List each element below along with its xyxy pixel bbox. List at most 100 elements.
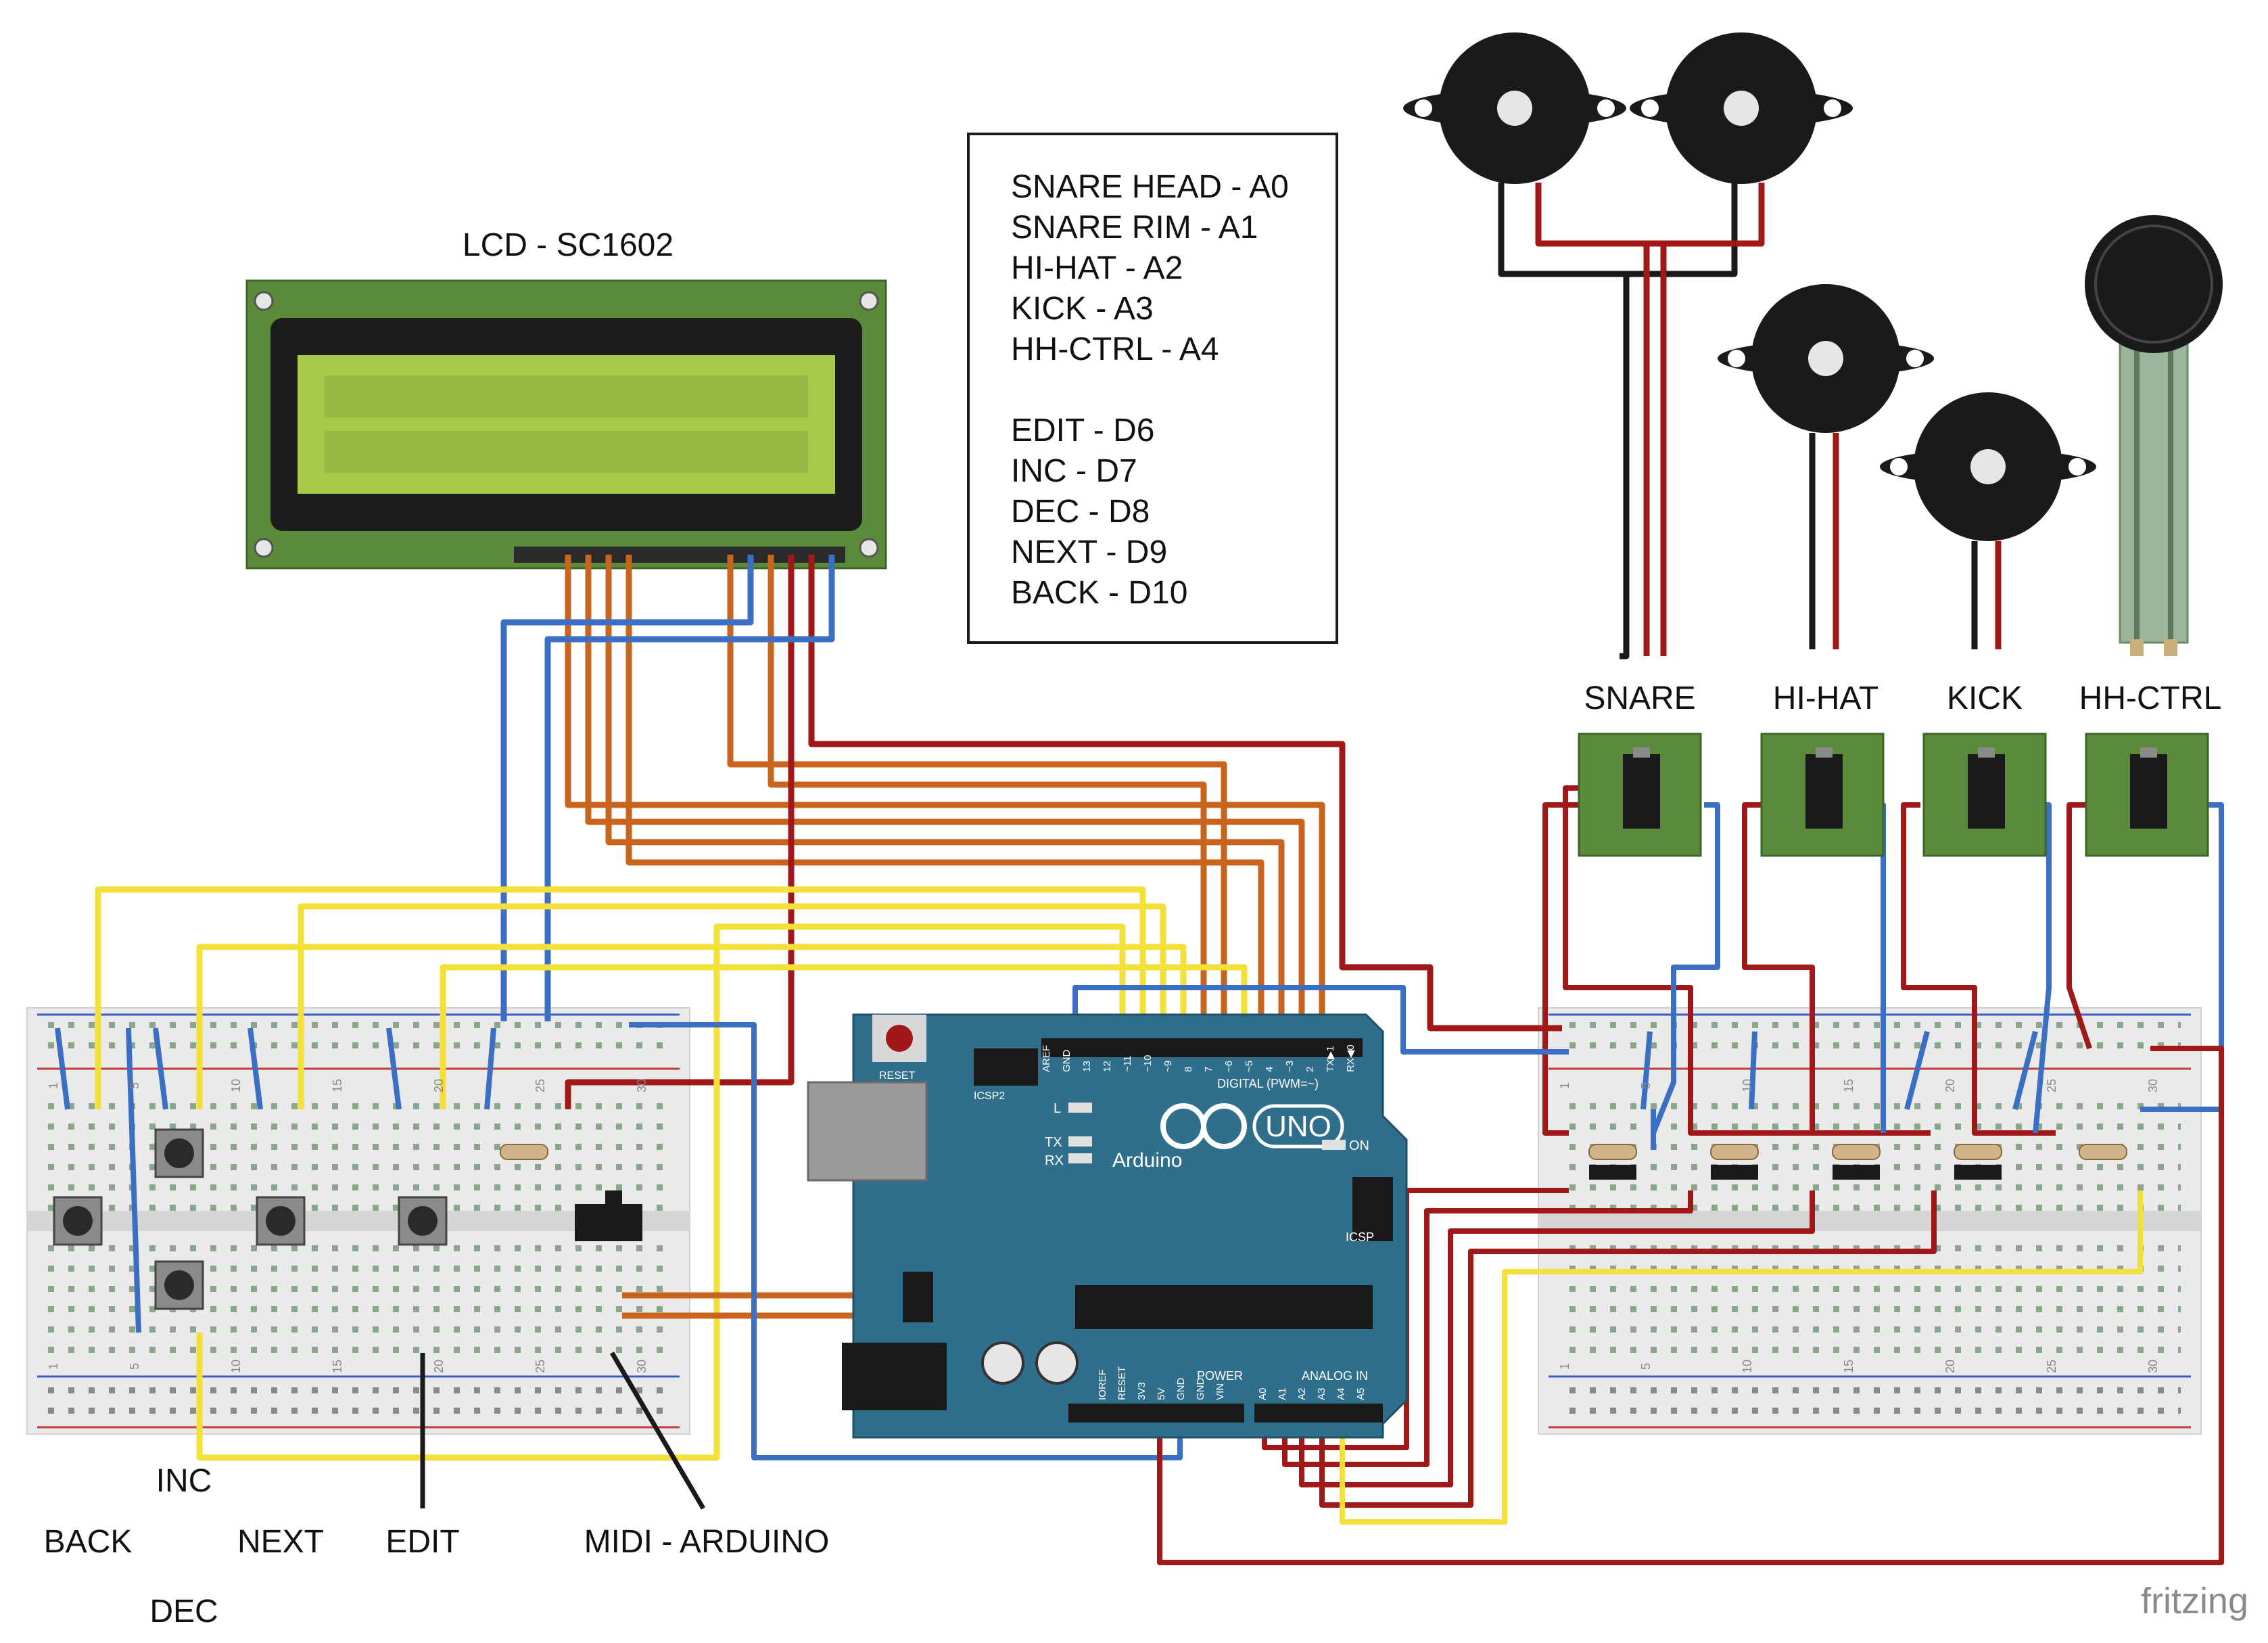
- button-label-inc: INC: [156, 1463, 212, 1499]
- pin-label: A1: [1277, 1388, 1288, 1400]
- pin-label: ~9: [1162, 1061, 1174, 1072]
- arduino-brand: Arduino: [1112, 1149, 1182, 1172]
- push-button-dec: [154, 1260, 204, 1310]
- pin-label: A3: [1316, 1388, 1327, 1400]
- breadboard-row-number: 25: [534, 1079, 547, 1092]
- push-button-next: [256, 1196, 306, 1246]
- button-label-back: BACK: [44, 1524, 133, 1560]
- pin-label: GND: [1175, 1378, 1187, 1401]
- button-label-next: NEXT: [237, 1524, 324, 1560]
- breadboard-row-number: 10: [1741, 1079, 1754, 1092]
- breadboard-row-number: 20: [432, 1079, 446, 1092]
- push-button-edit: [398, 1196, 448, 1246]
- breadboard-row-number: 10: [229, 1360, 243, 1373]
- breadboard-row-number: 1: [47, 1363, 60, 1370]
- arduino-tx-label: TX: [1045, 1135, 1062, 1150]
- breadboard-row-numbers: 1155101015152020252530301155101015152020…: [47, 1079, 2160, 1373]
- breadboard-row-number: 1: [47, 1082, 60, 1089]
- sensor-label-snare: SNARE: [1584, 680, 1695, 716]
- lcd-title: LCD - SC1602: [463, 227, 674, 263]
- pin-map-box: [967, 133, 1338, 644]
- sensor-label-hihat: HI-HAT: [1773, 680, 1879, 716]
- pin-label: 3V3: [1136, 1382, 1148, 1400]
- pin-label: A5: [1355, 1388, 1367, 1400]
- arduino-rx-label: RX: [1045, 1153, 1064, 1168]
- breadboard-row-number: 1: [1558, 1082, 1572, 1089]
- pin-label: ~3: [1284, 1061, 1296, 1072]
- analog-wires: [1157, 1046, 2224, 1565]
- arduino-analog-label: ANALOG IN: [1302, 1369, 1368, 1383]
- switch-label-midi: MIDI - ARDUINO: [584, 1524, 830, 1560]
- pin-label: 12: [1102, 1061, 1113, 1072]
- pin-map-line: KICK - A3: [1011, 291, 1154, 327]
- pin-label: ~5: [1244, 1061, 1255, 1072]
- breadboard-row-number: 15: [331, 1079, 344, 1092]
- breadboard-row-number: 25: [2045, 1360, 2058, 1373]
- pin-map-line: SNARE HEAD - A0: [1011, 169, 1289, 205]
- pin-label: 5V: [1156, 1388, 1167, 1400]
- arduino-silkscreen: RESET ICSP2 Arduino UNO DIGITAL (PWM=~) …: [879, 1044, 1374, 1400]
- fritzing-logo: fritzing: [2141, 1581, 2248, 1621]
- arduino-icsp-label: ICSP: [1346, 1230, 1374, 1244]
- driver-module-hhctrl: [2085, 733, 2209, 857]
- push-button-back: [53, 1196, 103, 1246]
- labels: LCD - SC1602 SNARE HEAD - A0 SNARE RIM -…: [44, 169, 2248, 1629]
- breadboard-row-number: 5: [1639, 1082, 1653, 1089]
- pin-label: IOREF: [1097, 1369, 1108, 1400]
- breadboard-row-number: 30: [635, 1079, 648, 1092]
- breadboard-row-number: 20: [1943, 1079, 1957, 1092]
- left-misc-wires: [55, 1022, 1183, 1460]
- breadboard-row-number: 30: [2146, 1079, 2160, 1092]
- button-label-dec: DEC: [149, 1594, 218, 1629]
- callout-lines: [420, 1351, 706, 1510]
- pin-label: TX▶1: [1325, 1046, 1336, 1072]
- breadboard-row-number: 15: [331, 1360, 344, 1373]
- piezo-snare-head: [1403, 32, 1626, 184]
- pin-label: 13: [1081, 1061, 1093, 1072]
- sensor-label-hhctrl: HH-CTRL: [2079, 680, 2222, 716]
- breadboard-row-number: 5: [128, 1082, 141, 1089]
- pin-label: ~6: [1223, 1061, 1235, 1072]
- arduino-l-label: L: [1054, 1101, 1061, 1116]
- pin-map-line: EDIT - D6: [1011, 413, 1154, 448]
- arduino-icsp2-label: ICSP2: [974, 1090, 1005, 1102]
- breadboard-row-number: 1: [1558, 1363, 1572, 1370]
- arduino-reset-label: RESET: [879, 1070, 916, 1082]
- breadboard-row-number: 15: [1842, 1079, 1856, 1092]
- pin-label: A0: [1257, 1388, 1269, 1400]
- slide-switch-midi: [575, 1190, 642, 1241]
- lcd-power-wires: [500, 555, 1562, 1109]
- arduino-power-label: POWER: [1197, 1369, 1243, 1383]
- breadboard-row-number: 15: [1842, 1360, 1856, 1373]
- breadboard-row-number: 10: [229, 1079, 243, 1092]
- pin-label: AREF: [1041, 1045, 1052, 1072]
- pin-label: ~10: [1142, 1055, 1154, 1072]
- arduino-on-label: ON: [1349, 1138, 1369, 1153]
- push-button-inc: [154, 1128, 204, 1178]
- driver-module-hihat: [1760, 733, 1885, 857]
- pin-label: GND: [1061, 1050, 1072, 1073]
- piezo-hihat: [1718, 284, 1934, 433]
- breadboard-row-number: 10: [1741, 1360, 1754, 1373]
- pin-map-line: DEC - D8: [1011, 494, 1150, 530]
- pin-label: RX◀0: [1345, 1044, 1356, 1072]
- driver-module-snare: [1578, 733, 1702, 857]
- pin-map-line: INC - D7: [1011, 453, 1137, 489]
- pin-label: 4: [1264, 1067, 1275, 1072]
- pin-map-line: BACK - D10: [1011, 575, 1187, 611]
- pin-label: 8: [1183, 1067, 1194, 1072]
- piezo-kick: [1880, 392, 2096, 541]
- pin-label: GND: [1195, 1378, 1206, 1401]
- arduino-digital-label: DIGITAL (PWM=~): [1217, 1077, 1319, 1090]
- button-label-edit: EDIT: [385, 1524, 459, 1560]
- pin-label: 7: [1203, 1067, 1214, 1072]
- breadboard-row-number: 5: [1639, 1363, 1653, 1370]
- pin-map-line: HI-HAT - A2: [1011, 250, 1183, 286]
- pin-label: ~11: [1122, 1056, 1133, 1072]
- sensor-wires: [1498, 196, 1765, 659]
- right-breadboard: [1538, 1007, 2202, 1435]
- pin-label: VIN: [1214, 1383, 1226, 1400]
